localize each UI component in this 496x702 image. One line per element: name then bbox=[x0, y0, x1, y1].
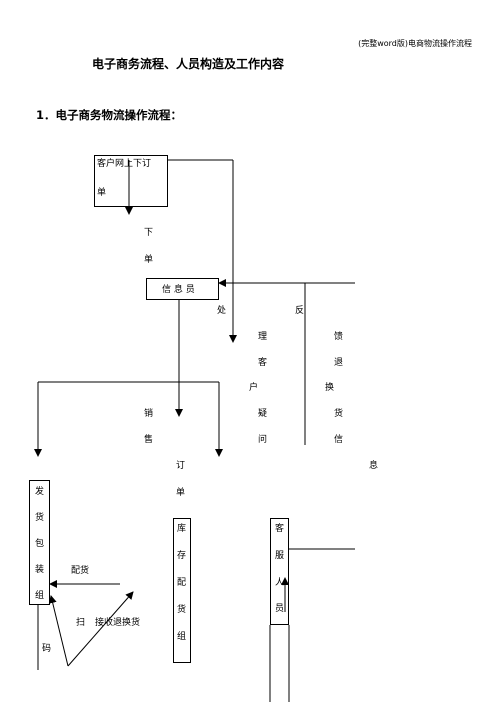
info-staff-label: 信 息 员 bbox=[162, 285, 195, 295]
sales-order-char: 单 bbox=[176, 488, 186, 498]
info-staff-box bbox=[146, 278, 219, 300]
warehouse-group-char: 存 bbox=[177, 551, 187, 561]
customer-order-box bbox=[94, 155, 168, 207]
customer-order-label-line2: 单 bbox=[97, 188, 107, 198]
distribution-label: 配货 bbox=[71, 566, 90, 576]
handle-query-char: 客 bbox=[258, 358, 268, 368]
feedback-char: 退 bbox=[334, 358, 344, 368]
feedback-char: 馈 bbox=[334, 332, 344, 342]
warehouse-group-char: 库 bbox=[177, 524, 187, 534]
sales-order-char: 售 bbox=[144, 435, 154, 445]
handle-query-char: 处 bbox=[217, 306, 227, 316]
receive-return-exchange-label: 接收退换货 bbox=[95, 618, 141, 628]
warehouse-group-char: 配 bbox=[177, 578, 187, 588]
feedback-char: 货 bbox=[334, 409, 344, 419]
feedback-char: 息 bbox=[369, 461, 379, 471]
feedback-char: 换 bbox=[325, 383, 335, 393]
sales-order-char: 订 bbox=[176, 461, 186, 471]
handle-query-char: 疑 bbox=[258, 409, 268, 419]
feedback-char: 信 bbox=[334, 435, 344, 445]
section-heading: 1．电子商务物流操作流程： bbox=[36, 108, 183, 122]
feedback-char: 反 bbox=[295, 306, 305, 316]
document-header-label: (完整word版)电商物流操作流程 bbox=[358, 39, 472, 48]
scan-code-char: 扫 bbox=[76, 618, 86, 628]
shipping-group-char: 货 bbox=[35, 513, 45, 523]
handle-query-char: 理 bbox=[258, 332, 268, 342]
sales-order-char: 销 bbox=[144, 409, 154, 419]
customer-service-char: 客 bbox=[275, 524, 285, 534]
customer-service-char: 员 bbox=[275, 604, 285, 614]
place-order-char: 单 bbox=[144, 255, 154, 265]
shipping-pack-group-box bbox=[29, 480, 50, 605]
warehouse-group-char: 组 bbox=[177, 632, 187, 642]
document-title: 电子商务流程、人员构造及工作内容 bbox=[92, 57, 285, 71]
shipping-group-char: 发 bbox=[35, 487, 45, 497]
customer-service-box bbox=[270, 518, 289, 625]
customer-order-label-line1: 客户网上下订 bbox=[97, 159, 152, 169]
shipping-group-char: 组 bbox=[35, 591, 45, 601]
handle-query-char: 问 bbox=[258, 435, 268, 445]
customer-service-char: 人 bbox=[275, 578, 285, 588]
shipping-group-char: 包 bbox=[35, 539, 45, 549]
warehouse-group-box bbox=[173, 518, 191, 663]
customer-service-char: 服 bbox=[275, 551, 285, 561]
handle-query-char: 户 bbox=[249, 383, 259, 393]
place-order-char: 下 bbox=[144, 228, 154, 238]
shipping-group-char: 装 bbox=[35, 565, 45, 575]
scan-code-char: 码 bbox=[42, 644, 52, 654]
warehouse-group-char: 货 bbox=[177, 605, 187, 615]
